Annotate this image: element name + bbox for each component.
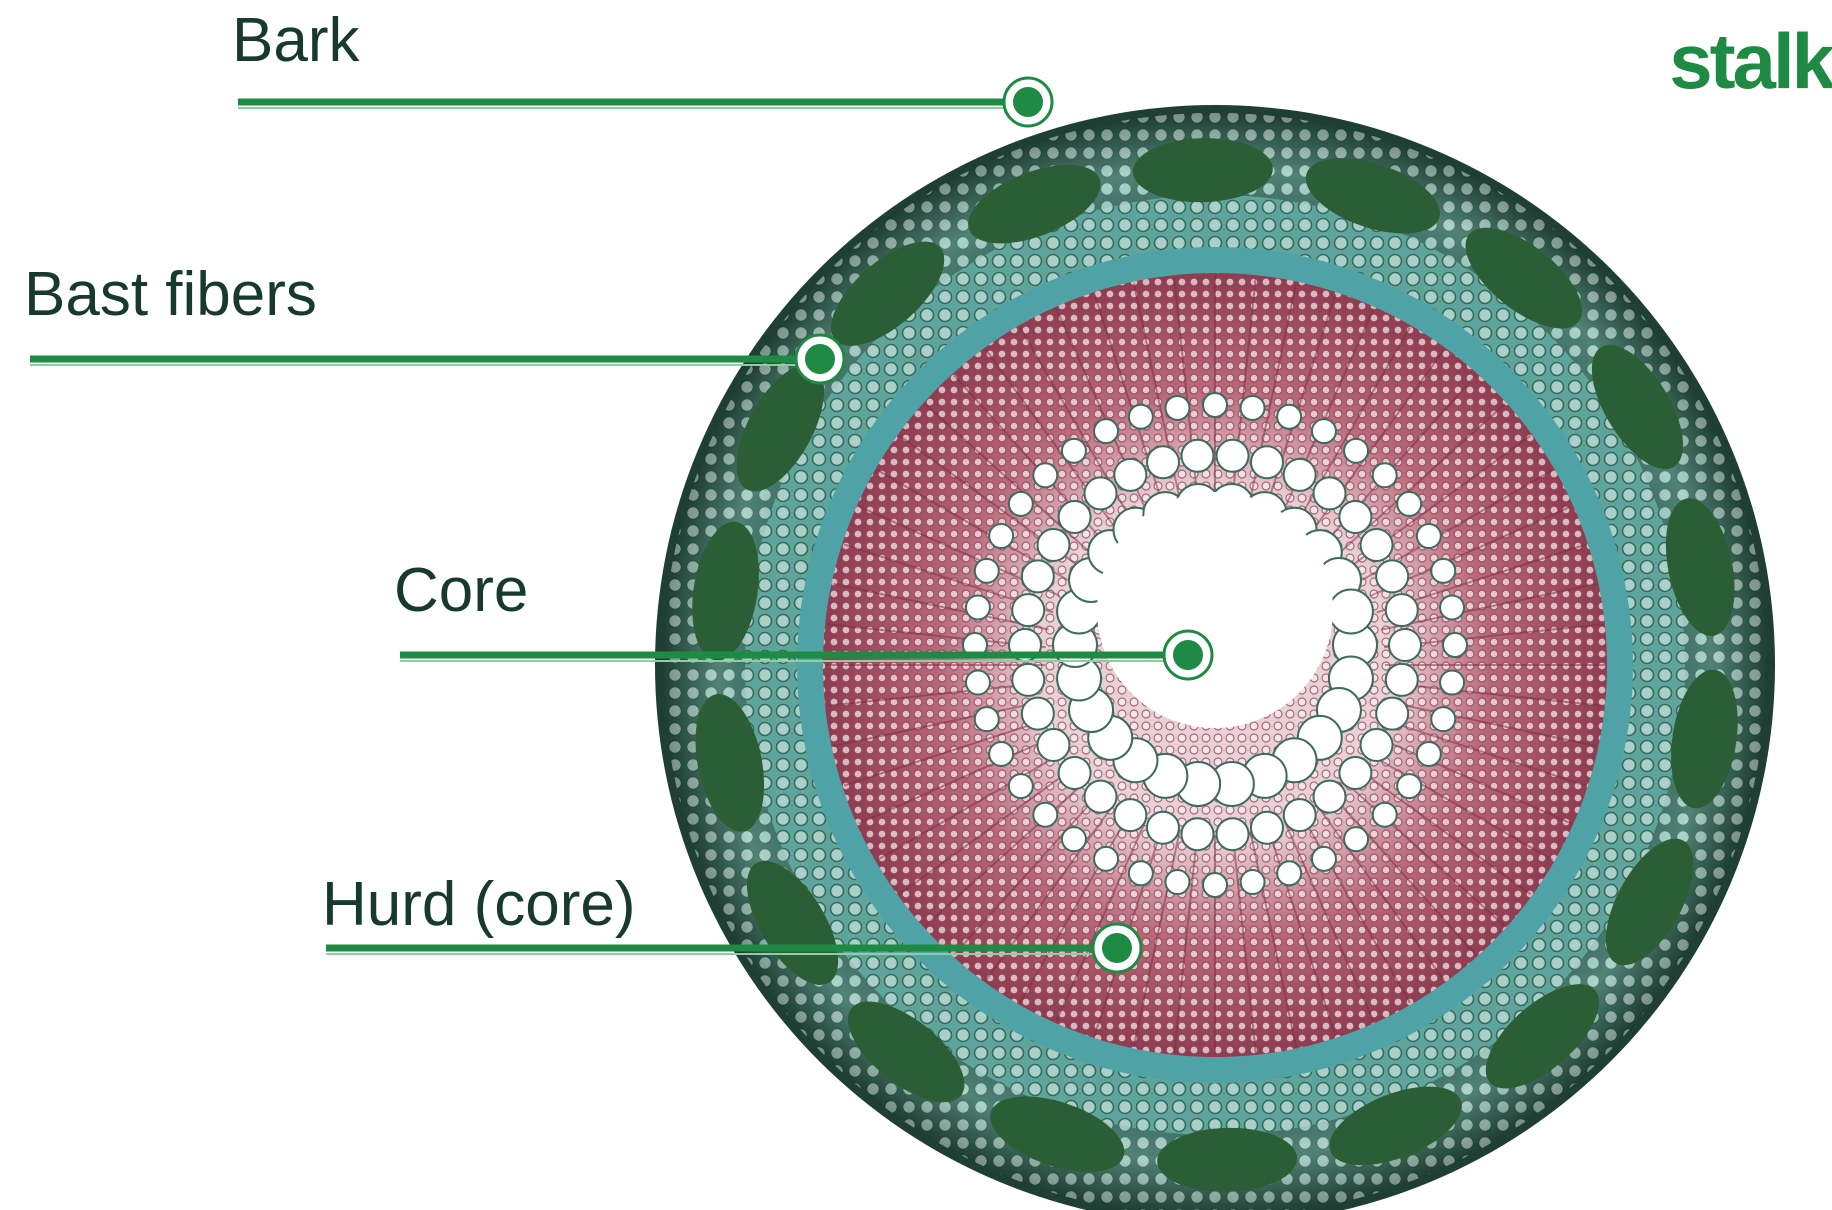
pith-cell <box>1203 873 1227 897</box>
pith-cell <box>1344 439 1368 463</box>
pith-cell <box>1009 492 1033 516</box>
pith-cell <box>1277 405 1301 429</box>
pith-cell <box>1431 559 1455 583</box>
pith-cell <box>1277 861 1301 885</box>
pith-cell <box>1284 799 1316 831</box>
pith-cell <box>1059 501 1091 533</box>
pith-cell <box>1339 501 1371 533</box>
label-bark: Bark <box>232 10 359 72</box>
pith-cell <box>975 707 999 731</box>
pith-cell <box>1009 774 1033 798</box>
pith-cell <box>1417 524 1441 548</box>
pith-cell <box>1373 463 1397 487</box>
pith-cell <box>1389 629 1421 661</box>
pith-cell <box>989 524 1013 548</box>
label-hurd: Hurd (core) <box>322 874 636 936</box>
pith-cell <box>1251 812 1283 844</box>
pith-cell <box>1361 529 1393 561</box>
pith-cell <box>1312 419 1336 443</box>
label-core: Core <box>394 560 528 622</box>
pith-cell <box>1440 595 1464 619</box>
pith-cell <box>1165 396 1189 420</box>
pith-cell <box>1440 671 1464 695</box>
pith-cell <box>1397 492 1421 516</box>
pith-cell <box>1217 818 1249 850</box>
pith-cell <box>1022 560 1054 592</box>
pith-cell <box>1373 803 1397 827</box>
pith-cell <box>1114 459 1146 491</box>
pith-cell <box>1094 419 1118 443</box>
pith-cell <box>1165 870 1189 894</box>
pith-cell <box>1314 477 1346 509</box>
pith-cell <box>1181 818 1213 850</box>
pith-cell <box>1312 847 1336 871</box>
pith-cell <box>1012 594 1044 626</box>
pith-cell <box>1241 870 1265 894</box>
stalk-logo: stalk <box>1669 22 1832 100</box>
pith-cell <box>1329 589 1373 633</box>
core-cavity <box>1097 492 1333 728</box>
pith-cell <box>1084 477 1116 509</box>
pith-cell <box>1217 440 1249 472</box>
pith-cell <box>1147 812 1179 844</box>
pith-cell <box>1181 440 1213 472</box>
pith-cell <box>1094 847 1118 871</box>
pith-cell <box>966 595 990 619</box>
pith-cell <box>1062 439 1086 463</box>
pith-cell <box>1376 698 1408 730</box>
pith-cell <box>1431 707 1455 731</box>
pith-cell <box>1386 594 1418 626</box>
pith-cell <box>1059 757 1091 789</box>
pith-cell <box>1114 799 1146 831</box>
pith-cell <box>1129 405 1153 429</box>
pith-cell <box>1417 742 1441 766</box>
pith-cell <box>1037 529 1069 561</box>
pith-cell <box>1284 459 1316 491</box>
pith-cell <box>1376 560 1408 592</box>
pith-cell <box>1443 633 1467 657</box>
pith-cell <box>1314 781 1346 813</box>
pith-cell <box>1339 757 1371 789</box>
pith-cell <box>1203 393 1227 417</box>
pith-cell <box>1344 827 1368 851</box>
leader-bark <box>238 78 1052 126</box>
pith-cell <box>1022 698 1054 730</box>
pith-cell <box>1397 774 1421 798</box>
label-bast-fibers: Bast fibers <box>24 264 317 326</box>
pith-cell <box>1037 729 1069 761</box>
pith-cell <box>1084 781 1116 813</box>
pith-cell <box>1062 827 1086 851</box>
pith-cell <box>1129 861 1153 885</box>
pith-cell <box>1251 446 1283 478</box>
pith-cell <box>1386 664 1418 696</box>
pith-cell <box>1033 803 1057 827</box>
pith-cell <box>1361 729 1393 761</box>
pith-cell <box>1012 664 1044 696</box>
pith-cell <box>966 671 990 695</box>
pith-cell <box>975 559 999 583</box>
pith-cell <box>1241 396 1265 420</box>
pith-cell <box>1033 463 1057 487</box>
pith-cell <box>1147 446 1179 478</box>
pith-cell <box>989 742 1013 766</box>
leader-bast-fibers <box>30 335 844 383</box>
